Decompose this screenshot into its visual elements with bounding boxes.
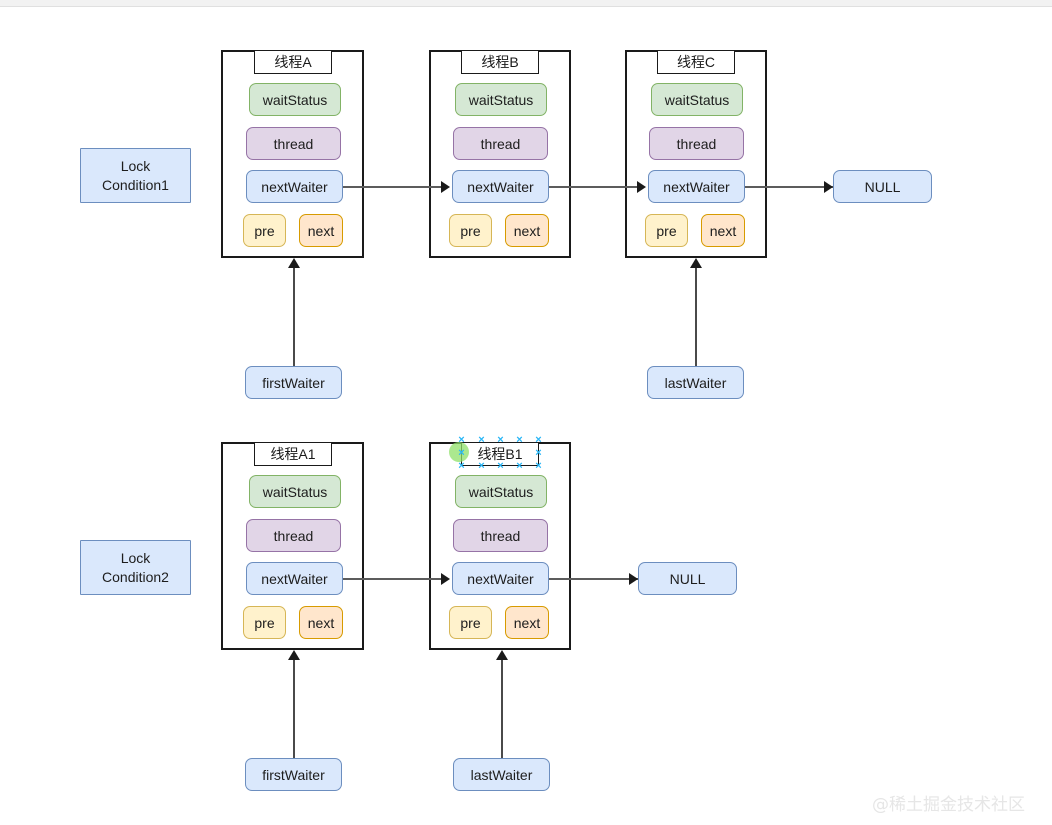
thread-node-a1-nextwaiter[interactable]: nextWaiter xyxy=(246,562,343,595)
connector-a-to-b xyxy=(343,186,447,188)
thread-node-a1-next[interactable]: next xyxy=(299,606,343,639)
thread-node-a1-waitstatus[interactable]: waitStatus xyxy=(249,475,341,508)
resize-handle-n3-icon[interactable]: × xyxy=(516,434,523,446)
thread-node-a-waitstatus[interactable]: waitStatus xyxy=(249,83,341,116)
thread-node-a-thread[interactable]: thread xyxy=(246,127,341,160)
thread-node-b1-next[interactable]: next xyxy=(505,606,549,639)
row2-null-box[interactable]: NULL xyxy=(638,562,737,595)
row1-last-waiter-box[interactable]: lastWaiter xyxy=(647,366,744,399)
row2-last-waiter-box[interactable]: lastWaiter xyxy=(453,758,550,791)
row2-first-waiter-box[interactable]: firstWaiter xyxy=(245,758,342,791)
resize-handle-nw-icon[interactable]: × xyxy=(458,434,465,446)
row1-first-waiter-box[interactable]: firstWaiter xyxy=(245,366,342,399)
thread-node-b-next[interactable]: next xyxy=(505,214,549,247)
connector-lastwaiter-row1 xyxy=(695,268,697,366)
connector-a1-to-b1 xyxy=(343,578,447,580)
watermark: @稀土掘金技术社区 xyxy=(872,795,1025,815)
thread-node-c-thread[interactable]: thread xyxy=(649,127,744,160)
thread-node-b-thread[interactable]: thread xyxy=(453,127,548,160)
thread-node-b-title[interactable]: 线程B xyxy=(461,50,539,74)
connector-c-to-null xyxy=(745,186,833,188)
resize-handle-w-icon[interactable]: × xyxy=(458,447,465,459)
thread-node-b-nextwaiter[interactable]: nextWaiter xyxy=(452,170,549,203)
thread-node-a-nextwaiter[interactable]: nextWaiter xyxy=(246,170,343,203)
thread-node-b1-pre[interactable]: pre xyxy=(449,606,492,639)
resize-handle-n2-icon[interactable]: × xyxy=(478,434,485,446)
thread-node-b-waitstatus[interactable]: waitStatus xyxy=(455,83,547,116)
connector-b1-to-null-arrowhead xyxy=(629,573,638,585)
connector-b-to-c xyxy=(549,186,643,188)
thread-node-b1-nextwaiter[interactable]: nextWaiter xyxy=(452,562,549,595)
connector-a1-to-b1-arrowhead xyxy=(441,573,450,585)
row1-null-box[interactable]: NULL xyxy=(833,170,932,203)
connector-lastwaiter-row2 xyxy=(501,660,503,758)
thread-node-c-waitstatus[interactable]: waitStatus xyxy=(651,83,743,116)
connector-lastwaiter-row2-arrowhead xyxy=(496,650,508,660)
connector-firstwaiter-row1 xyxy=(293,268,295,366)
thread-node-b1-title-selection[interactable]: × × × × × × × × × × × × xyxy=(449,434,545,472)
resize-handle-e-icon[interactable]: × xyxy=(535,447,542,459)
connector-b1-to-null xyxy=(549,578,638,580)
lock-condition2-box[interactable]: Lock Condition2 xyxy=(80,540,191,595)
resize-handle-ne-icon[interactable]: × xyxy=(535,434,542,446)
window-top-bar xyxy=(0,0,1052,7)
connector-firstwaiter-row2-arrowhead xyxy=(288,650,300,660)
connector-c-to-null-arrowhead xyxy=(824,181,833,193)
thread-node-b-pre[interactable]: pre xyxy=(449,214,492,247)
rotate-handle-icon[interactable] xyxy=(449,442,469,462)
connector-b-to-c-arrowhead xyxy=(637,181,646,193)
thread-node-a-title[interactable]: 线程A xyxy=(254,50,332,74)
thread-node-c-next[interactable]: next xyxy=(701,214,745,247)
connector-firstwaiter-row1-arrowhead xyxy=(288,258,300,268)
resize-handle-sw-icon[interactable]: × xyxy=(458,460,465,472)
resize-handle-n-icon[interactable]: × xyxy=(497,434,504,446)
thread-node-a-next[interactable]: next xyxy=(299,214,343,247)
thread-node-c-nextwaiter[interactable]: nextWaiter xyxy=(648,170,745,203)
resize-handle-s-icon[interactable]: × xyxy=(497,460,504,472)
thread-node-b1-thread[interactable]: thread xyxy=(453,519,548,552)
connector-lastwaiter-row1-arrowhead xyxy=(690,258,702,268)
thread-node-a1-title[interactable]: 线程A1 xyxy=(254,442,332,466)
resize-handle-se-icon[interactable]: × xyxy=(535,460,542,472)
thread-node-b1-title[interactable]: 线程B1 xyxy=(461,442,539,466)
thread-node-c-title[interactable]: 线程C xyxy=(657,50,735,74)
connector-a-to-b-arrowhead xyxy=(441,181,450,193)
lock-condition1-box[interactable]: Lock Condition1 xyxy=(80,148,191,203)
connector-firstwaiter-row2 xyxy=(293,660,295,758)
thread-node-a1-pre[interactable]: pre xyxy=(243,606,286,639)
thread-node-b1-waitstatus[interactable]: waitStatus xyxy=(455,475,547,508)
thread-node-c-pre[interactable]: pre xyxy=(645,214,688,247)
resize-handle-s3-icon[interactable]: × xyxy=(516,460,523,472)
thread-node-a1-thread[interactable]: thread xyxy=(246,519,341,552)
resize-handle-s2-icon[interactable]: × xyxy=(478,460,485,472)
thread-node-a-pre[interactable]: pre xyxy=(243,214,286,247)
